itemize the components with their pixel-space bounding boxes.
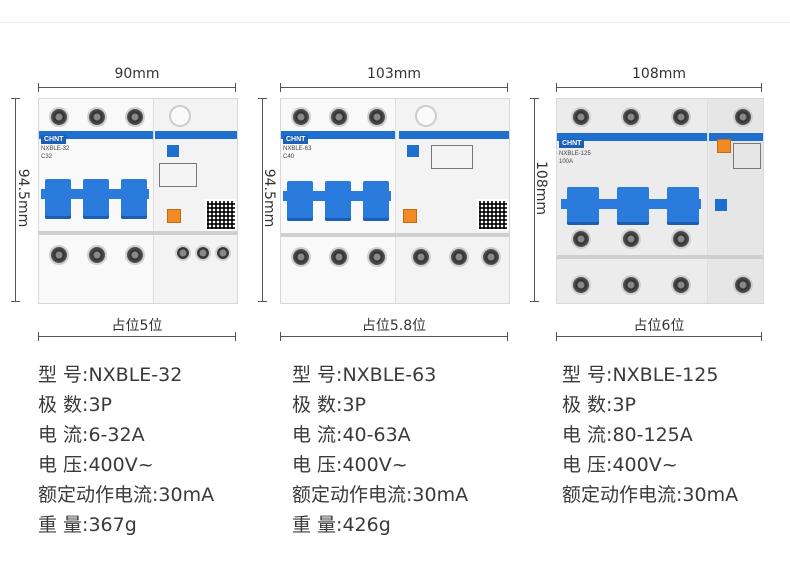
height-dimension-line-1 — [11, 98, 20, 302]
width-label-2: 103mm — [367, 66, 421, 82]
circuit-diagram-icon — [159, 163, 197, 187]
circuit-diagram-icon — [733, 143, 761, 169]
terminal-screw — [87, 107, 107, 127]
breaker-handle — [45, 179, 71, 219]
height-dimension-line-3 — [530, 98, 539, 302]
height-label-3: 108mm — [533, 161, 549, 215]
test-button-icon — [167, 209, 181, 223]
spec-row: 极 数:3P — [562, 394, 636, 416]
spec-row: 电 压:400V~ — [292, 454, 408, 476]
terminal-screw — [125, 107, 145, 127]
device-model-label: NXBLE-63 — [283, 146, 312, 152]
breaker-handle — [325, 181, 351, 221]
spec-row: 电 流:80-125A — [562, 424, 693, 446]
height-label-2: 94.5mm — [261, 168, 277, 228]
breaker-image-1: CHNT NXBLE-32 C32 — [38, 98, 238, 304]
spec-row: 极 数:3P — [38, 394, 112, 416]
height-label-1: 94.5mm — [15, 168, 31, 228]
test-button-icon — [717, 139, 731, 153]
spec-list-3: 型 号:NXBLE-125 极 数:3P 电 流:80-125A 电 压:400… — [562, 360, 738, 510]
breaker-handle — [121, 179, 147, 219]
device-model-label: NXBLE-125 — [559, 151, 591, 157]
brand-logo: CHNT — [41, 135, 67, 144]
slot-dimension-line-2 — [280, 332, 508, 341]
breaker-image-3: CHNT NXBLE-125 100A — [556, 98, 764, 304]
slot-dimension-line-3 — [556, 332, 762, 341]
spec-row: 额定动作电流:30mA — [38, 484, 215, 506]
breaker-handle — [667, 187, 699, 225]
device-rating-label: 100A — [559, 159, 574, 165]
width-label-1: 90mm — [114, 66, 160, 82]
slot-label-2: 占位5.8位 — [361, 318, 427, 334]
slot-dimension-line-1 — [38, 332, 236, 341]
breaker-handle — [567, 187, 599, 225]
device-rating-label: C32 — [41, 154, 53, 160]
slot-label-3: 占位6位 — [633, 318, 685, 334]
spec-row: 型 号:NXBLE-63 — [292, 364, 437, 386]
qr-code-icon — [477, 199, 509, 231]
breaker-image-2: CHNT NXBLE-63 C40 — [280, 98, 510, 304]
spec-row: 电 压:400V~ — [38, 454, 154, 476]
width-label-3: 108mm — [632, 66, 686, 82]
spec-row: 电 压:400V~ — [562, 454, 678, 476]
width-dimension-line-3 — [556, 83, 762, 92]
breaker-handle — [617, 187, 649, 225]
spec-list-1: 型 号:NXBLE-32 极 数:3P 电 流:6-32A 电 压:400V~ … — [38, 360, 214, 540]
top-divider — [0, 22, 790, 23]
brand-logo: CHNT — [559, 139, 585, 148]
spec-row: 电 流:40-63A — [292, 424, 411, 446]
spec-row: 极 数:3P — [292, 394, 366, 416]
device-model-label: NXBLE-32 — [41, 146, 70, 152]
spec-list-2: 型 号:NXBLE-63 极 数:3P 电 流:40-63A 电 压:400V~… — [292, 360, 468, 540]
breaker-handle — [363, 181, 389, 221]
spec-row: 型 号:NXBLE-32 — [38, 364, 183, 386]
brand-logo: CHNT — [283, 135, 309, 144]
spec-row: 重 量:367g — [38, 514, 137, 536]
width-dimension-line-1 — [38, 83, 236, 92]
spec-row: 额定动作电流:30mA — [562, 484, 739, 506]
circuit-diagram-icon — [431, 145, 473, 169]
height-dimension-line-2 — [258, 98, 267, 302]
spec-row: 重 量:426g — [292, 514, 391, 536]
qr-code-icon — [205, 199, 237, 231]
terminal-screw — [49, 107, 69, 127]
device-rating-label: C40 — [283, 154, 295, 160]
spec-row: 型 号:NXBLE-125 — [562, 364, 719, 386]
spec-row: 电 流:6-32A — [38, 424, 145, 446]
slot-label-1: 占位5位 — [111, 318, 163, 334]
test-button-icon — [403, 209, 417, 223]
breaker-handle — [83, 179, 109, 219]
breaker-handle — [287, 181, 313, 221]
width-dimension-line-2 — [280, 83, 508, 92]
spec-row: 额定动作电流:30mA — [292, 484, 469, 506]
